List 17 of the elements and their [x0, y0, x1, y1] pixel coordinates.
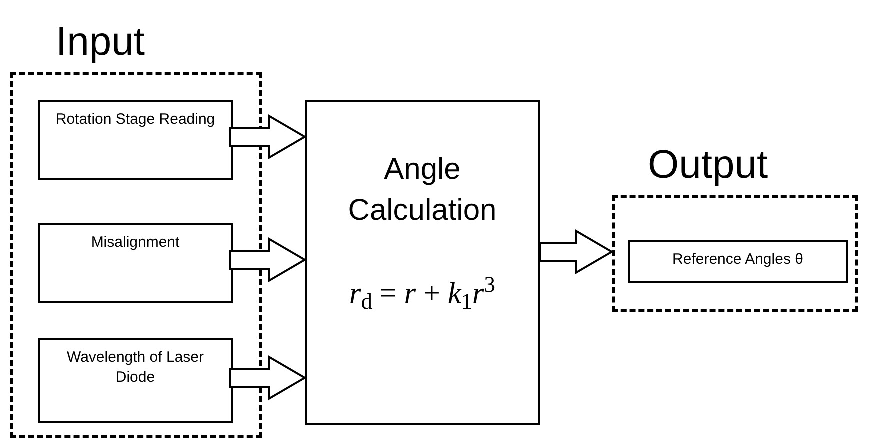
- box-title: Angle Calculation: [347, 152, 498, 228]
- group-heading: Output: [648, 143, 768, 189]
- process-box: [628, 240, 848, 283]
- process-box: [38, 338, 233, 423]
- block-arrow: [539, 229, 614, 275]
- box-label: Reference Angles θ: [672, 250, 804, 270]
- process-box: [38, 223, 233, 303]
- box-label: Misalignment: [91, 233, 180, 253]
- box-label: Wavelength of Laser Diode: [66, 348, 206, 388]
- block-arrow: [229, 114, 307, 160]
- block-arrow: [229, 355, 307, 401]
- process-box: [38, 100, 233, 180]
- box-label: Rotation Stage Reading: [56, 110, 216, 130]
- process-box: [305, 100, 540, 425]
- formula: r$_{d}$ = r + k$_{1}$r$^{3}$: [350, 271, 496, 316]
- block-arrow: [229, 237, 307, 283]
- group-heading: Input: [56, 20, 145, 66]
